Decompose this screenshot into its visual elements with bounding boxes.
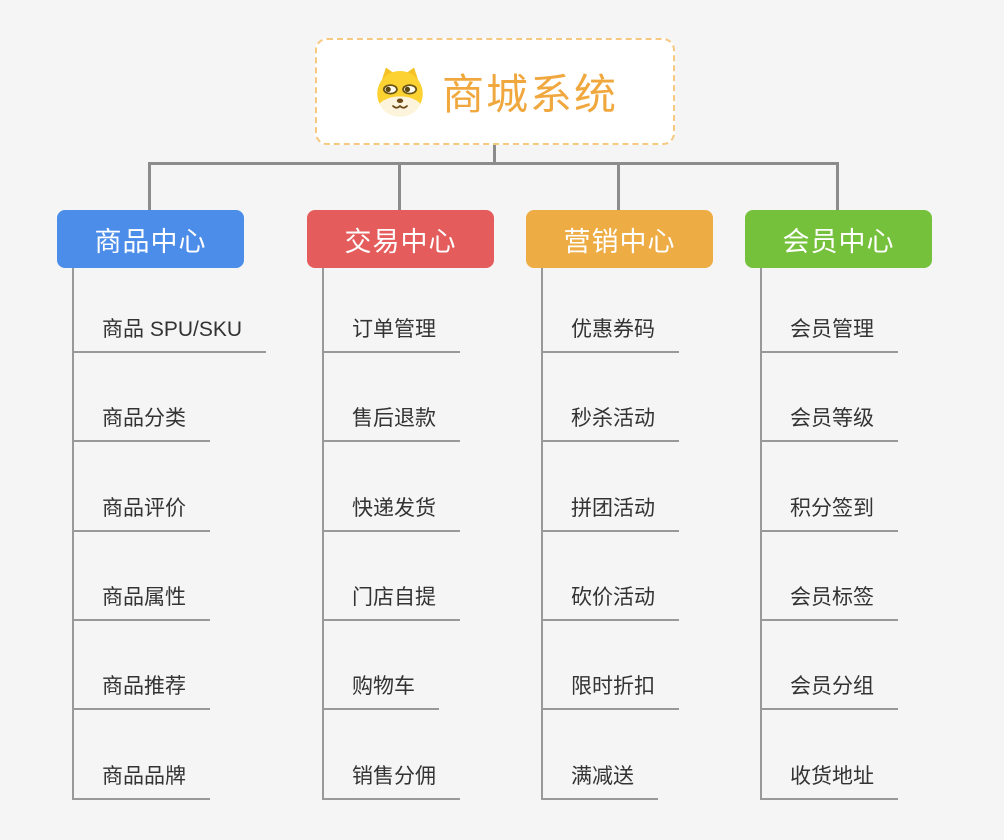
node-item[interactable]: 会员等级 [760, 406, 898, 442]
branch-spine [72, 268, 74, 800]
node-item[interactable]: 商品评价 [72, 496, 210, 532]
node-item[interactable]: 商品推荐 [72, 674, 210, 710]
node-item[interactable]: 满减送 [541, 764, 658, 800]
connector-branch-drop [148, 162, 151, 210]
node-item[interactable]: 商品分类 [72, 406, 210, 442]
node-item[interactable]: 门店自提 [322, 585, 460, 621]
node-item[interactable]: 秒杀活动 [541, 406, 679, 442]
node-item[interactable]: 订单管理 [322, 317, 460, 353]
node-item[interactable]: 拼团活动 [541, 496, 679, 532]
doge-icon [377, 67, 423, 116]
node-item[interactable]: 会员管理 [760, 317, 898, 353]
branch-spine [541, 268, 543, 800]
node-item[interactable]: 购物车 [322, 674, 439, 710]
node-item[interactable]: 限时折扣 [541, 674, 679, 710]
node-item[interactable]: 售后退款 [322, 406, 460, 442]
node-item[interactable]: 快递发货 [322, 496, 460, 532]
node-item[interactable]: 商品属性 [72, 585, 210, 621]
connector-branch-drop [398, 162, 401, 210]
node-item[interactable]: 会员标签 [760, 585, 898, 621]
root-node[interactable]: 商城系统 [315, 38, 675, 145]
node-item[interactable]: 收货地址 [760, 764, 898, 800]
root-title: 商城系统 [441, 71, 618, 118]
node-item[interactable]: 会员分组 [760, 674, 898, 710]
connector-horizontal [148, 162, 839, 165]
connector-branch-drop [836, 162, 839, 210]
node-item[interactable]: 砍价活动 [541, 585, 679, 621]
branch-spine [322, 268, 324, 800]
connector-root-vertical [493, 145, 496, 165]
node-item[interactable]: 销售分佣 [322, 764, 460, 800]
node-item[interactable]: 优惠券码 [541, 317, 679, 353]
node-item[interactable]: 商品品牌 [72, 764, 210, 800]
node-item[interactable]: 积分签到 [760, 496, 898, 532]
branch-trade-center[interactable]: 交易中心 [307, 210, 494, 268]
branch-member-center[interactable]: 会员中心 [745, 210, 932, 268]
connector-branch-drop [617, 162, 620, 210]
branch-marketing-center[interactable]: 营销中心 [526, 210, 713, 268]
node-item[interactable]: 商品 SPU/SKU [72, 317, 267, 353]
branch-spine [760, 268, 762, 800]
branch-product-center[interactable]: 商品中心 [57, 210, 244, 268]
